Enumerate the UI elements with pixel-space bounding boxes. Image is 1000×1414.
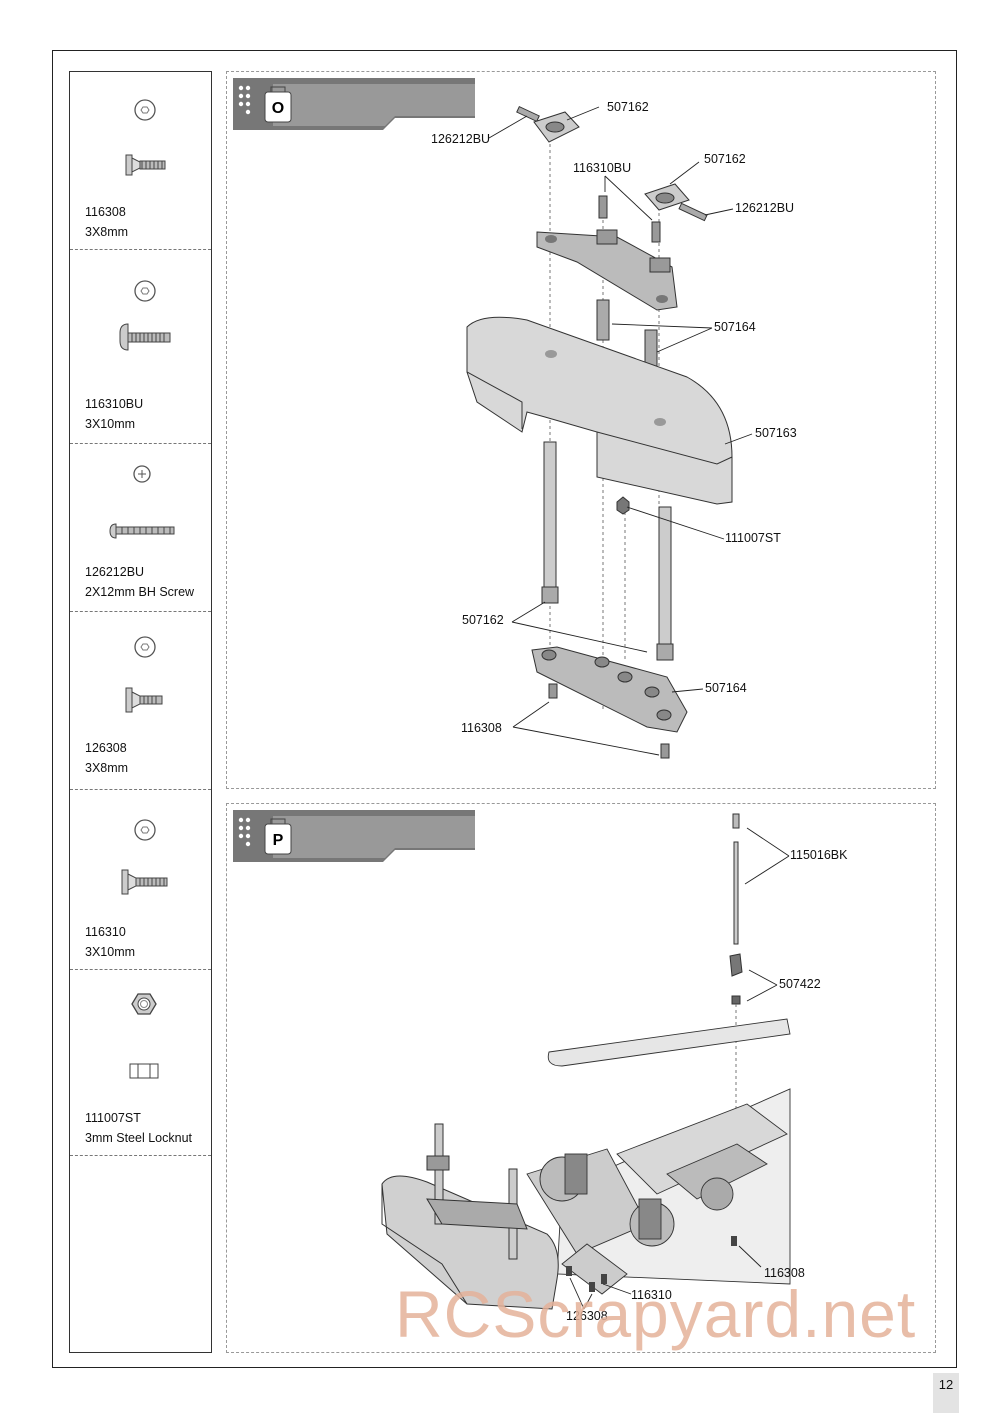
part-code: 126308: [85, 741, 127, 755]
step-letter: P: [273, 832, 284, 849]
step-letter: O: [272, 100, 284, 117]
step-p-tab: P: [233, 810, 475, 862]
callout-115016bk: 115016BK: [790, 848, 848, 862]
part-size: 2X12mm BH Screw: [85, 585, 195, 599]
chassis: [526, 1018, 791, 1295]
callout-116310: 116310: [631, 1288, 672, 1302]
bumper-foam: [466, 316, 733, 505]
page-frame: [52, 50, 957, 1368]
lower-brace: [531, 646, 688, 733]
part-size: 3X8mm: [85, 761, 129, 775]
flat-head-long-screw-icon: [121, 819, 168, 895]
callout-507162: 507162: [607, 100, 649, 114]
step-o-diagram: [466, 105, 753, 759]
step-o-panel: O: [226, 71, 936, 789]
mount-top-left: [516, 105, 580, 143]
part-item: 111007ST 3mm Steel Locknut: [70, 970, 211, 1156]
callout-116310bu: 116310BU: [573, 161, 632, 175]
callout-507162: 507162: [462, 613, 504, 627]
step-p-diagram: [381, 813, 791, 1310]
part-item: 126212BU 2X12mm BH Screw: [70, 444, 211, 612]
callout-507422: 507422: [779, 977, 821, 991]
callout-507162: 507162: [704, 152, 746, 166]
parts-list: 116308 3X8mm 116310BU 3X10mm 126212BU 2X…: [69, 71, 212, 1353]
mount-top-right: [644, 183, 708, 222]
part-code: 111007ST: [85, 1111, 141, 1125]
long-posts: [541, 441, 674, 661]
flat-head-short-screw-icon: [125, 636, 163, 713]
part-item: 116310BU 3X10mm: [70, 250, 211, 444]
button-head-screw-icon: [119, 280, 171, 351]
callout-507164: 507164: [714, 320, 756, 334]
part-item: 116310 3X10mm: [70, 790, 211, 970]
part-code: 116310BU: [85, 397, 144, 411]
part-size: 3mm Steel Locknut: [85, 1131, 192, 1145]
step-o-tab: O: [233, 78, 475, 130]
callout-507164: 507164: [705, 681, 747, 695]
callout-126212bu: 126212BU: [431, 132, 491, 146]
step-p-panel: P: [226, 803, 936, 1353]
part-size: 3X10mm: [85, 945, 136, 959]
flat-head-screw-icon: [125, 99, 166, 176]
callout-126308: 126308: [566, 1309, 608, 1323]
part-code: 116308: [85, 205, 126, 219]
callout-116308: 116308: [461, 721, 502, 735]
callout-507163: 507163: [755, 426, 797, 440]
part-item: 116308 3X8mm: [70, 72, 211, 250]
part-code: 116310: [85, 925, 126, 939]
button-head-small-screw-icon: [109, 465, 175, 539]
part-item: 126308 3X8mm: [70, 612, 211, 790]
callout-116308: 116308: [764, 1266, 805, 1280]
locknut-icon: [129, 993, 159, 1079]
part-size: 3X10mm: [85, 417, 136, 431]
upper-brace: [536, 229, 678, 311]
callout-126212bu: 126212BU: [735, 201, 795, 215]
callout-111007st: 111007ST: [725, 531, 781, 545]
part-code: 126212BU: [85, 565, 145, 579]
bumper-assembly: [381, 1123, 559, 1310]
page-number: 12: [933, 1373, 959, 1413]
watermark-text: RCScrapyard.net: [395, 1277, 917, 1351]
part-size: 3X8mm: [85, 225, 129, 239]
